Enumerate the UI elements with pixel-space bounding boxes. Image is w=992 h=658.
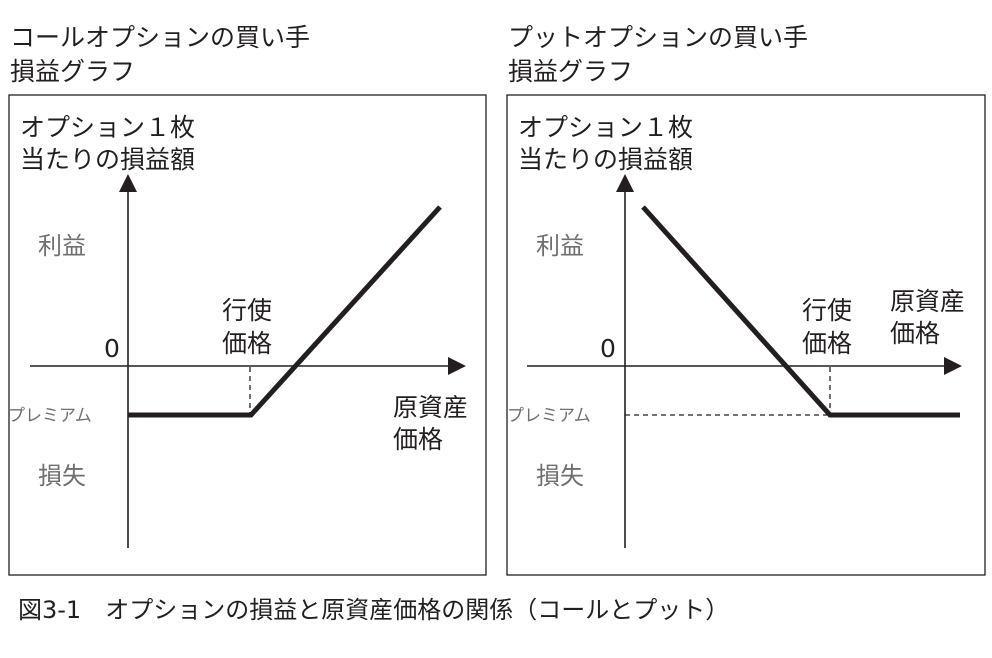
call-y-axis-arrow [119,174,137,192]
put-ylabel-line2: 当たりの損益額 [518,145,693,174]
call-xlabel-line2: 価格 [393,425,443,454]
call-zero-label: 0 [104,334,120,363]
put-ylabel-line1: オプション１枚 [518,113,693,142]
put-profit-label: 利益 [536,232,584,260]
call-ylabel-line2: 当たりの損益額 [20,145,195,174]
put-premium-label: プレミアム [507,406,591,426]
call-payoff-line [128,205,442,418]
call-x-axis-arrow [448,357,466,375]
call-strike-line1: 行使 [222,296,272,325]
call-ylabel-line1: オプション１枚 [20,113,195,142]
call-title-line2: 損益グラフ [10,57,135,86]
call-chart-frame [8,94,487,576]
call-profit-label: 利益 [38,232,86,260]
put-title-line2: 損益グラフ [508,57,633,86]
call-title-line1: コールオプションの買い手 [10,23,310,52]
figure-caption: 図3-1 オプションの損益と原資産価格の関係（コールとプット） [18,596,729,624]
call-strike-line2: 価格 [222,329,272,358]
put-payoff-chart: プットオプションの買い手 損益グラフ オプション１枚 当たりの損益額 利益 0 … [506,23,986,576]
put-loss-label: 損失 [536,462,584,490]
put-xlabel-line2: 価格 [890,319,940,348]
put-x-axis-arrow [944,357,962,375]
put-strike-line1: 行使 [802,296,852,325]
put-zero-label: 0 [600,334,616,363]
put-xlabel-line1: 原資産 [890,287,965,316]
call-xlabel-line1: 原資産 [393,393,468,422]
put-payoff-line [641,205,960,418]
call-premium-label: プレミアム [8,406,92,426]
put-strike-line2: 価格 [802,329,852,358]
put-chart-frame [506,94,986,576]
put-y-axis-arrow [616,174,634,192]
call-loss-label: 損失 [38,462,86,490]
put-title-line1: プットオプションの買い手 [508,23,808,52]
call-payoff-chart: コールオプションの買い手 損益グラフ オプション１枚 当たりの損益額 利益 0 … [8,23,487,576]
